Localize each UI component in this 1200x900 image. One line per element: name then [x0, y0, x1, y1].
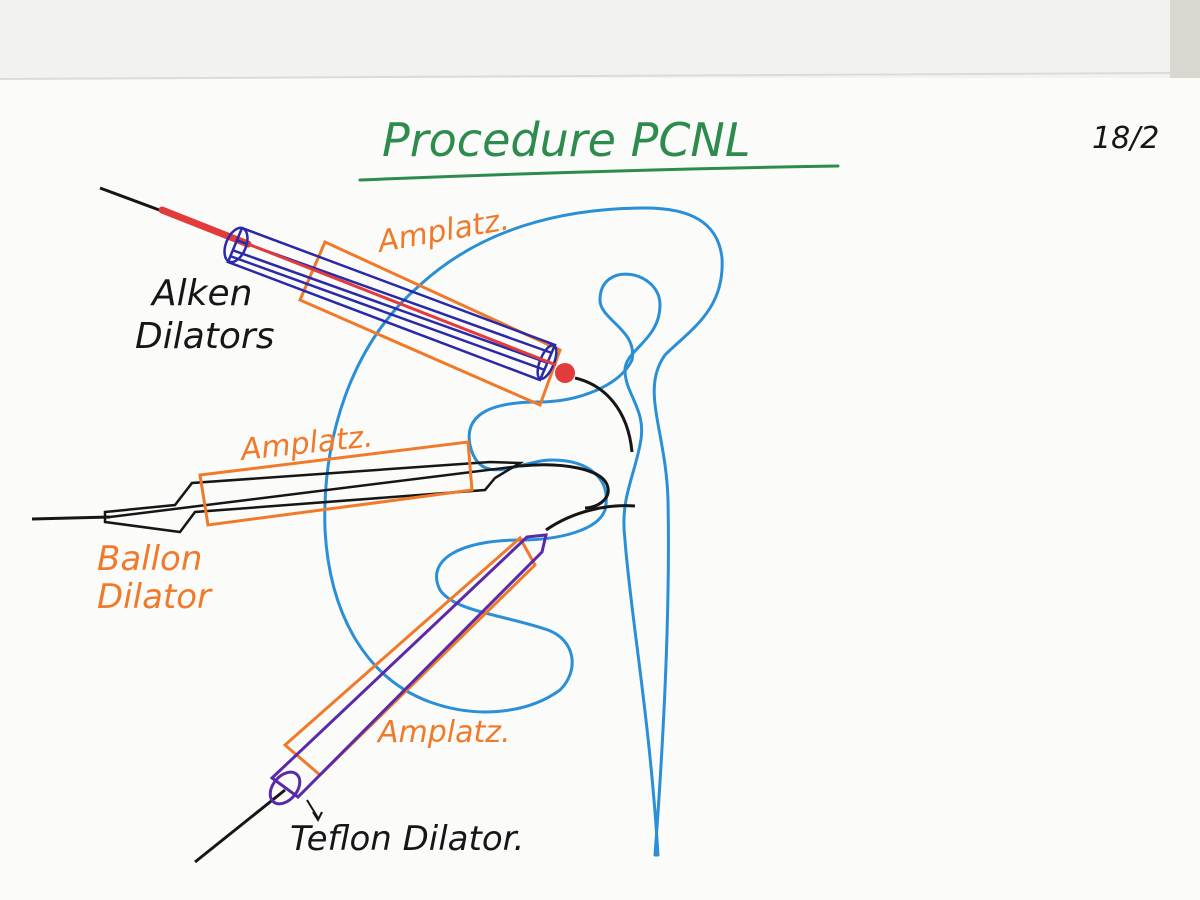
back-paper-sheet	[0, 0, 1170, 80]
kidney-outline	[323, 206, 724, 857]
page-number: 18/2	[1092, 121, 1159, 156]
title-underline	[358, 164, 840, 182]
needle-tip	[555, 363, 575, 383]
alken-dilator-set	[223, 226, 558, 382]
balloon-dilator-axis	[109, 464, 521, 519]
guide-wire-curve-bottom	[545, 504, 636, 532]
guide-wire-curve-middle	[519, 463, 610, 510]
guide-wire-curve-top	[574, 376, 634, 453]
guide-wire-middle-left	[31, 515, 111, 521]
label-ballon-line2: Dilator	[97, 577, 213, 617]
paper-edge	[0, 72, 1171, 80]
puncture-needle	[158, 206, 252, 248]
label-amplatz-bottom: Amplatz.	[376, 715, 511, 750]
amplatz-sheath-middle	[198, 440, 474, 527]
amplatz-sheath-top	[298, 239, 562, 408]
teflon-dilator	[269, 533, 548, 799]
paper-sheet	[0, 78, 1200, 900]
label-alken-line1: Alken	[150, 273, 252, 314]
label-ballon-line1: Ballon	[97, 539, 202, 579]
amplatz-sheath-bottom	[282, 535, 537, 778]
balloon-dilator	[103, 460, 525, 534]
page-title: Procedure PCNL	[382, 113, 750, 167]
needle-inside-dilator	[247, 242, 557, 367]
label-teflon-dilator: Teflon Dilator.	[290, 819, 524, 859]
guide-wire-top	[99, 186, 171, 216]
label-alken-line2: Dilators	[135, 316, 274, 357]
teflon-dilator-end	[268, 770, 302, 806]
teflon-pointer-arrow	[306, 799, 323, 823]
guide-wire-bottom	[194, 788, 286, 864]
